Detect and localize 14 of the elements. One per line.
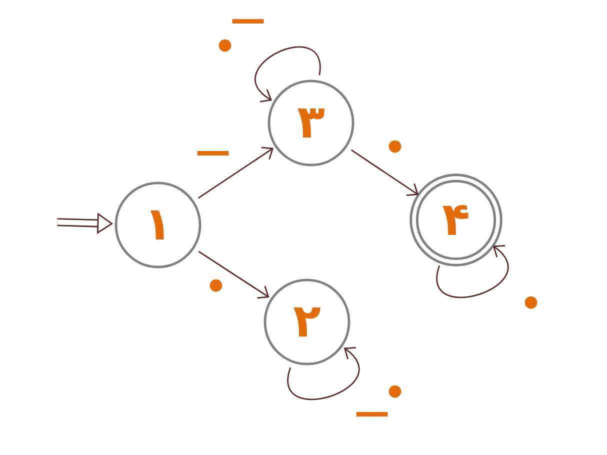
edge-label: • — [524, 296, 538, 309]
edge-label: • — [210, 279, 222, 292]
edge-label: • — [388, 140, 402, 153]
self-loop-arrow — [254, 46, 320, 102]
arrow — [350, 149, 419, 196]
symbol-label: — — [232, 19, 264, 24]
arrow — [198, 250, 270, 299]
edge-label: • — [388, 385, 402, 398]
self-loop-arrow — [436, 245, 509, 298]
arrow — [198, 146, 274, 199]
edge-label: • — [218, 39, 232, 52]
self-loop-arrow — [287, 347, 360, 400]
edge-label: — — [197, 151, 229, 156]
symbol-label: — — [356, 412, 388, 416]
